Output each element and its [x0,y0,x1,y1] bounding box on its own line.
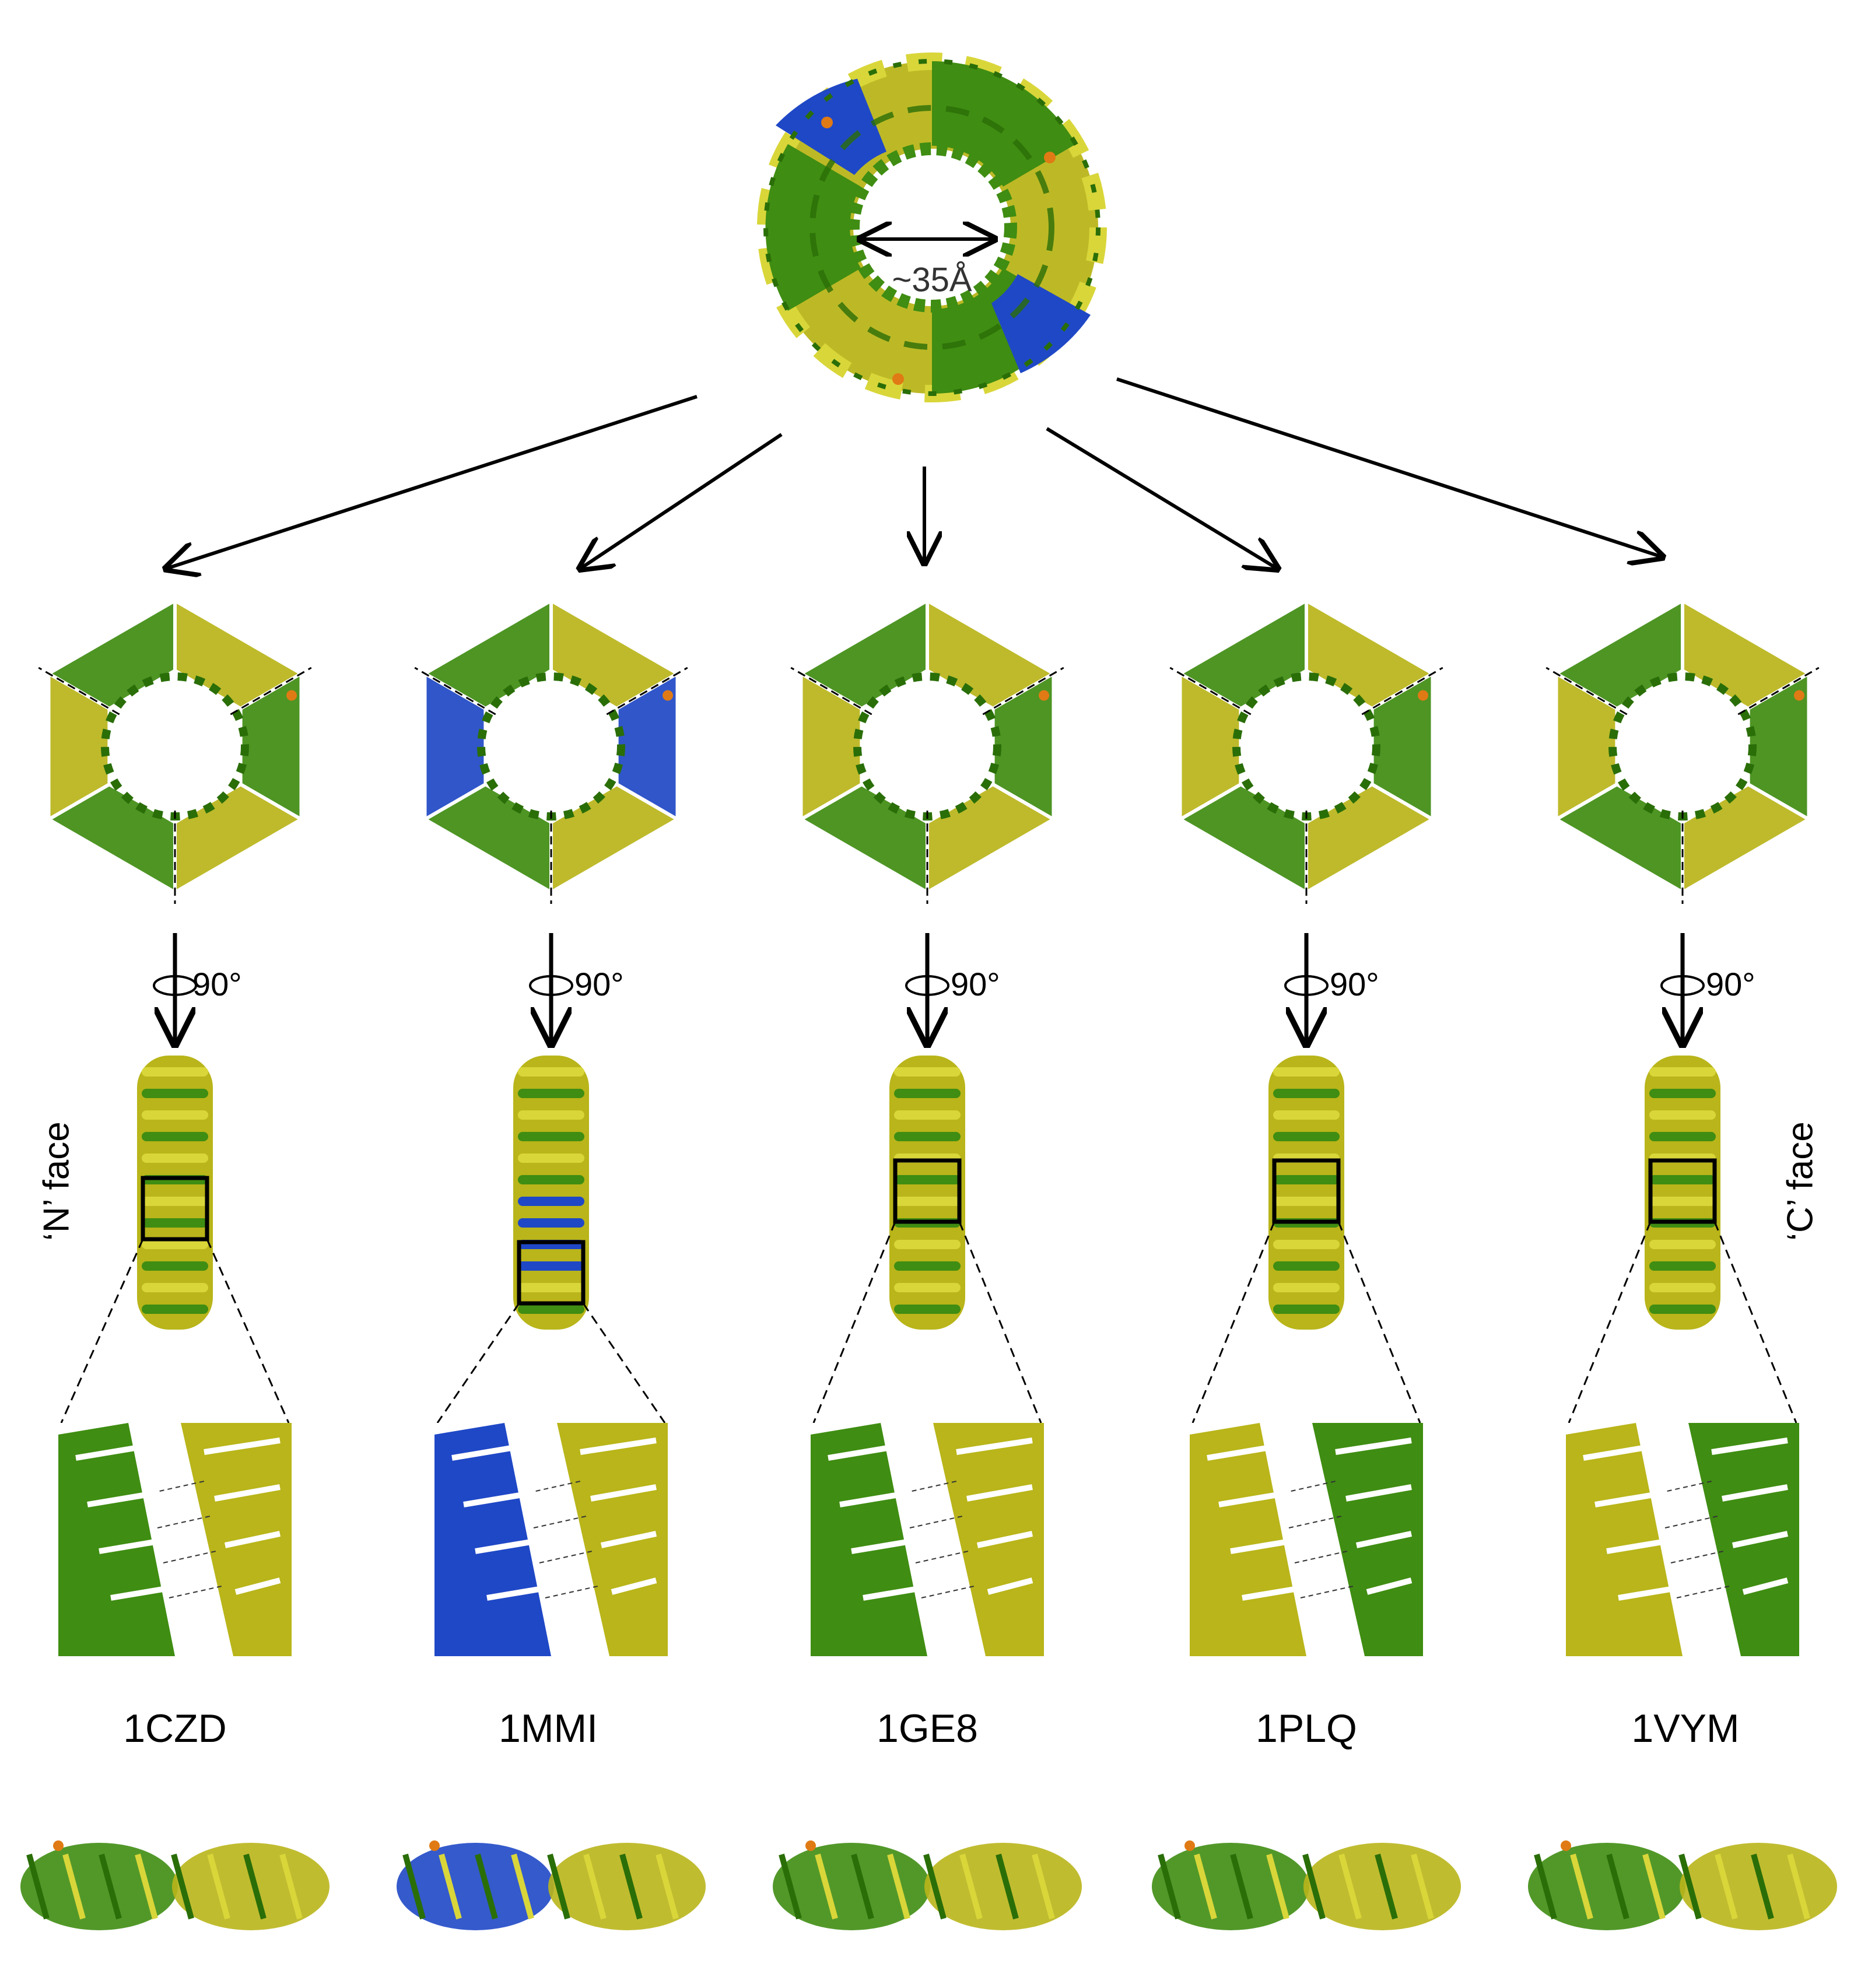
branch-arrows [166,377,1662,569]
structure-column-1plq [1152,597,1461,1930]
ring-view-1czd [38,597,312,904]
structure-column-1czd [20,597,330,1930]
side-view-1plq [1268,1056,1344,1330]
ring-view-1mmi [414,597,688,904]
pdb-label-1plq: 1PLQ [1256,1706,1357,1751]
c-face-label: ‘C’ face [1780,1121,1821,1241]
rotation-icon [153,975,197,996]
side-view-1mmi [513,1056,589,1330]
zoom-panel-1vym [1566,1423,1799,1656]
ring-diameter-label: ~35Å [892,261,972,299]
dimer-view-1plq [1152,1840,1461,1930]
rotation-icon [1660,975,1705,996]
pdb-label-1vym: 1VYM [1631,1706,1740,1751]
side-view-1vym [1645,1056,1720,1330]
structure-column-1ge8 [773,597,1082,1930]
pdb-label-1mmi: 1MMI [499,1706,598,1751]
zoom-box-1vym [1648,1158,1717,1224]
ring-view-1plq [1169,597,1443,904]
zoom-panel-1plq [1190,1423,1423,1656]
pdb-label-1czd: 1CZD [123,1706,227,1751]
structure-column-1vym [1528,597,1837,1930]
zoom-panel-1czd [58,1423,292,1656]
dimer-view-1czd [20,1840,330,1930]
rotation-label-2: 90° [574,966,624,1002]
side-view-1czd [137,1056,213,1330]
rotation-label-1: 90° [192,966,242,1002]
zoom-panel-1mmi [434,1423,668,1656]
structure-column-1mmi [397,597,706,1930]
rotation-label-4: 90° [1330,966,1379,1002]
dimer-view-1vym [1528,1840,1837,1930]
pdb-label-1ge8: 1GE8 [877,1706,978,1751]
zoom-box-1czd [141,1176,209,1242]
dimer-view-1mmi [397,1840,706,1930]
zoom-box-1plq [1272,1158,1341,1224]
zoom-panel-1ge8 [811,1423,1044,1656]
dimer-view-1ge8 [773,1840,1082,1930]
rotation-icon [529,975,573,996]
ring-view-1ge8 [790,597,1064,904]
top-ring-structure [757,52,1107,402]
side-view-1ge8 [889,1056,965,1330]
rotation-label-5: 90° [1706,966,1755,1002]
zoom-box-1ge8 [893,1158,962,1224]
rotation-icon [905,975,949,996]
rotation-label-3: 90° [951,966,1000,1002]
zoom-box-1mmi [517,1240,586,1306]
rotation-icon [1284,975,1329,996]
n-face-label: ‘N’ face [36,1121,77,1241]
ring-view-1vym [1545,597,1820,904]
